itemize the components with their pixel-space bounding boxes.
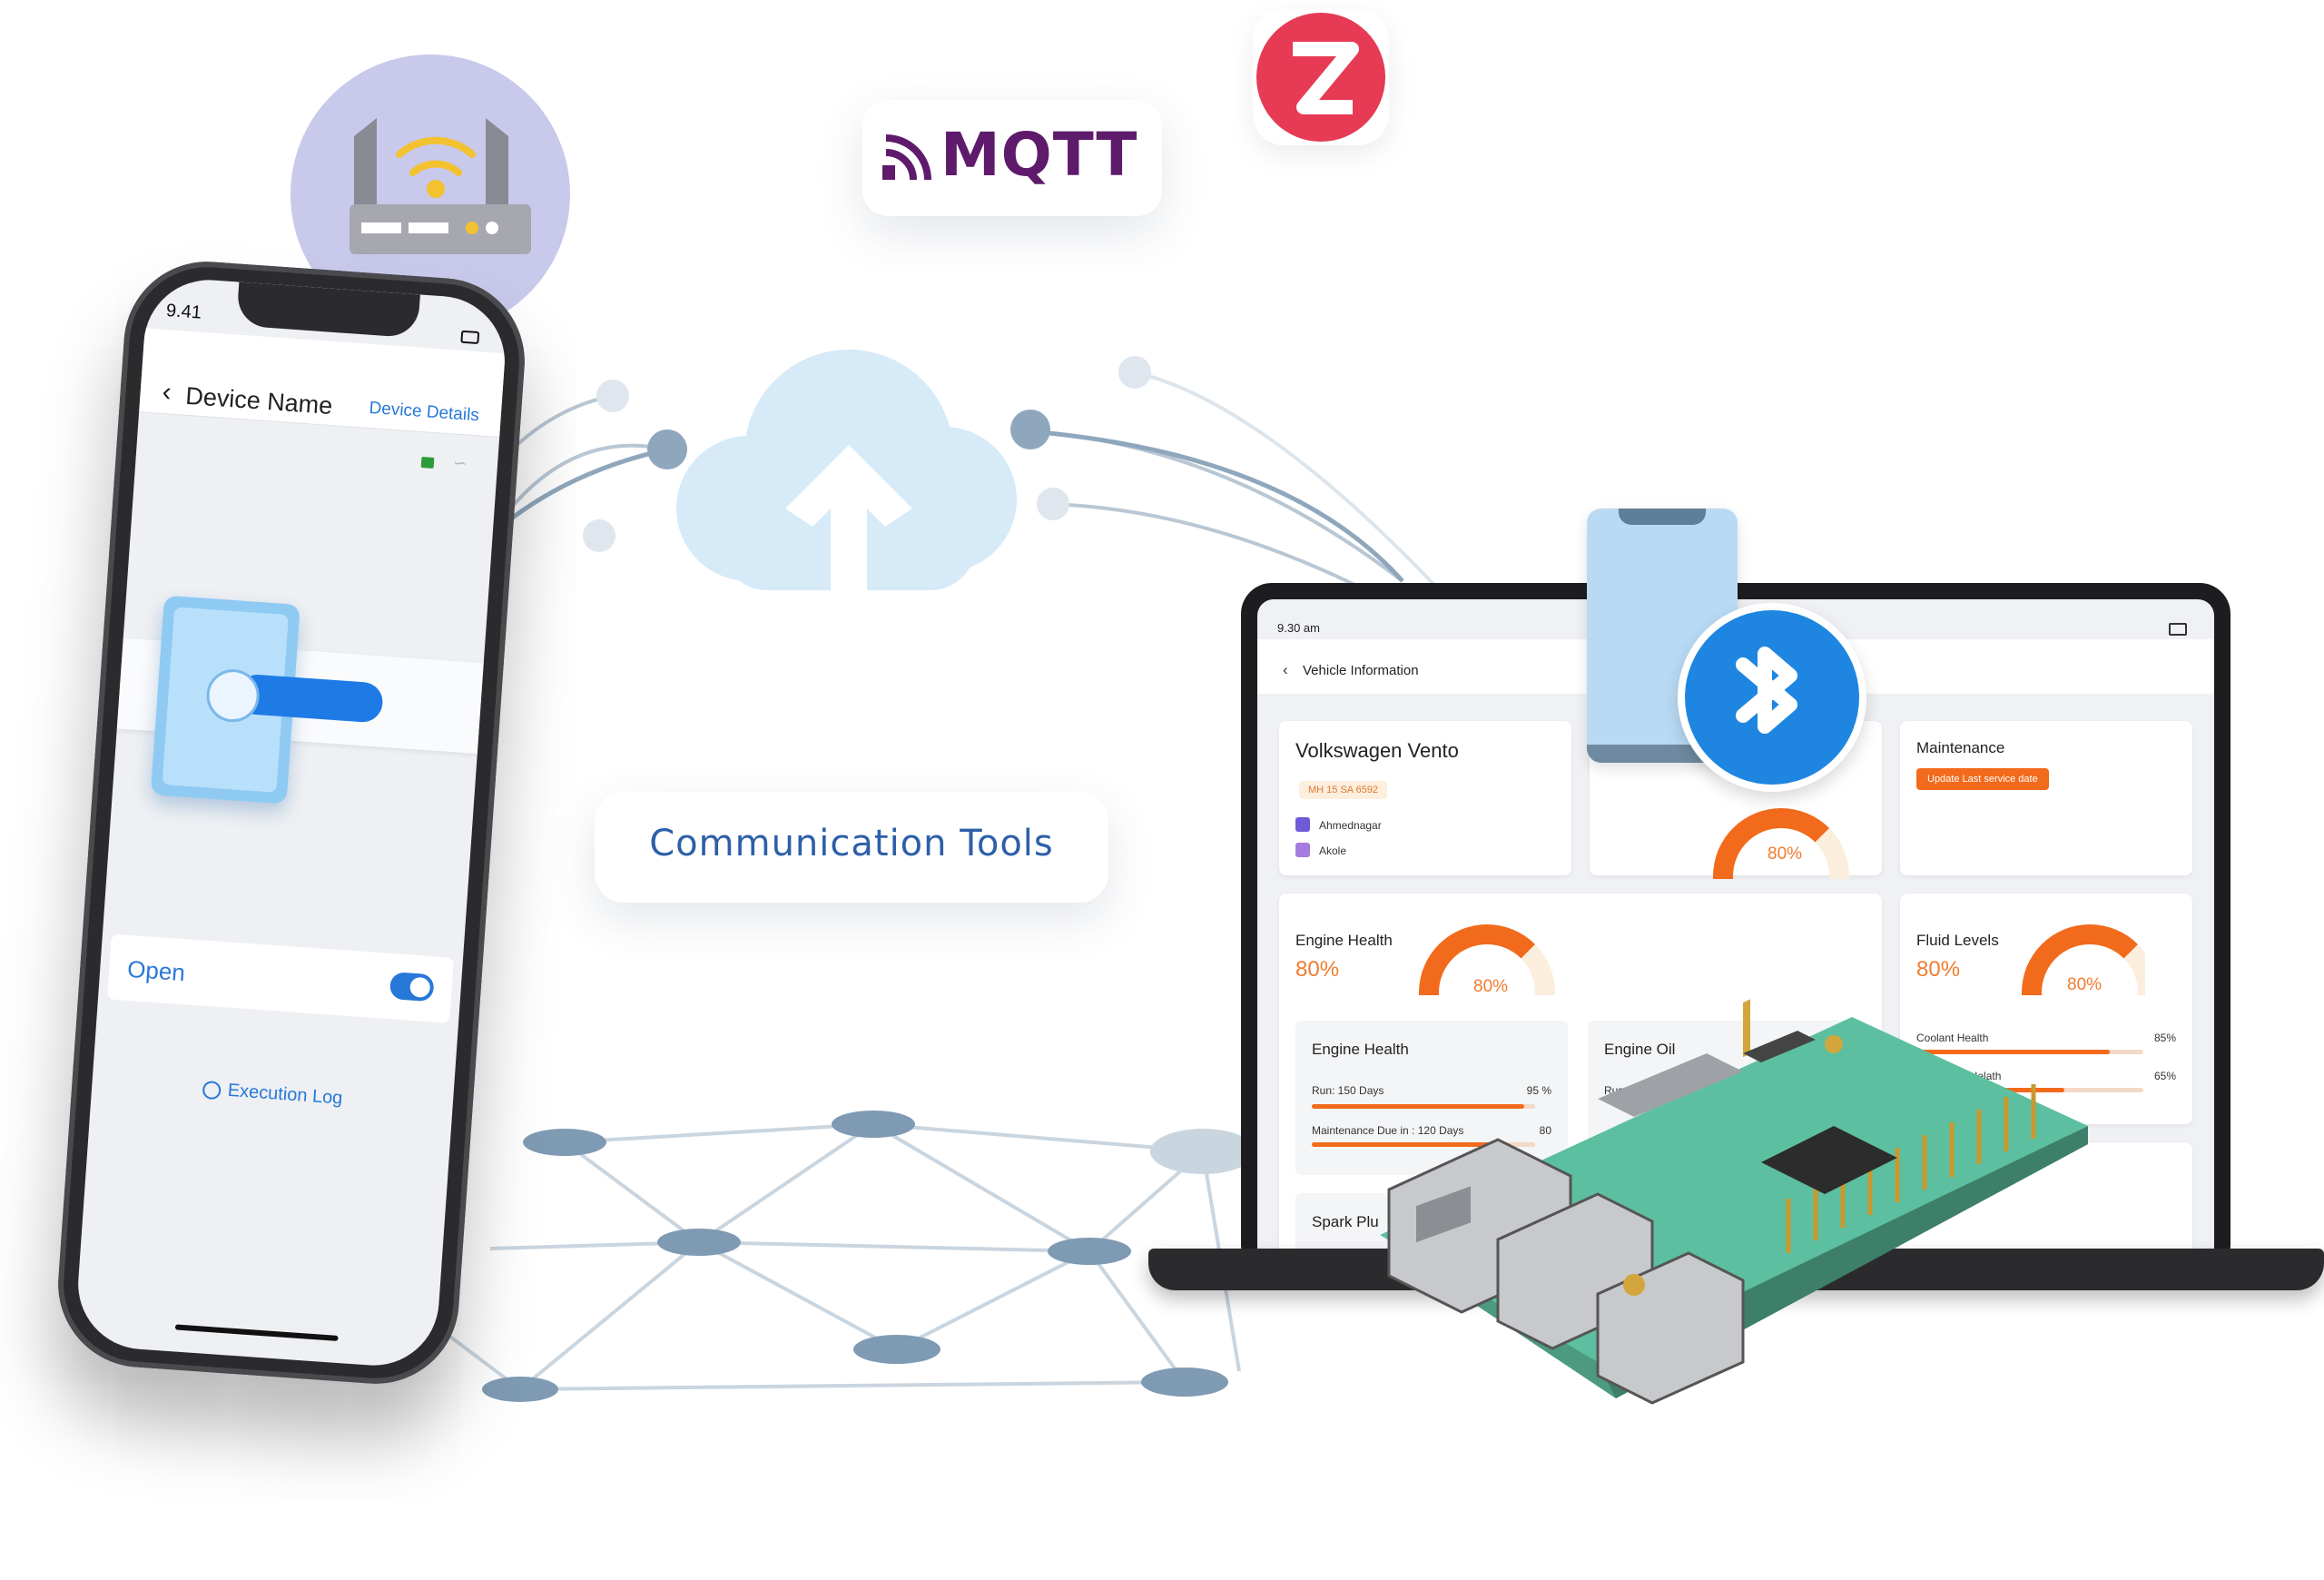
run-value: 95 % [1526, 1084, 1551, 1097]
fluid-levels-value: 80% [1916, 957, 1961, 982]
device-details-link[interactable]: Device Details [368, 398, 480, 426]
mqtt-logo-icon [882, 134, 931, 181]
phone-screen: 9.41 ‹ Device Name Device Details ∽ Open… [74, 275, 509, 1370]
home-indicator [174, 1324, 339, 1341]
update-service-date-button[interactable]: Update Last service date [1916, 768, 2049, 790]
phone-header: ‹ Device Name Device Details [139, 328, 506, 438]
coolant-value: 85% [2153, 1032, 2176, 1044]
raspberry-pi-board [1380, 999, 2088, 1405]
open-toggle[interactable] [389, 972, 435, 1002]
smartphone: 9.41 ‹ Device Name Device Details ∽ Open… [52, 256, 531, 1389]
maintenance-title: Maintenance [1916, 739, 2005, 756]
cloud-upload-icon [676, 350, 1017, 590]
location-1: Ahmednagar [1319, 819, 1382, 832]
bluetooth-icon [1678, 603, 1866, 792]
device-name-title: Device Name [184, 381, 334, 420]
history-icon [202, 1080, 222, 1100]
engine-oil-title: Engine Oil [1604, 1041, 1676, 1058]
run-progress-bar [1312, 1104, 1524, 1109]
communication-tools-badge: Communication Tools [595, 792, 1108, 903]
back-chevron-icon[interactable]: ‹ [1283, 661, 1288, 678]
vehicle-card[interactable]: Volkswagen Vento MH 15 SA 6592 Ahmednaga… [1279, 721, 1571, 875]
coolant-label: Coolant Health [1916, 1032, 1989, 1044]
coolant-progress-bar [1916, 1050, 2110, 1054]
wifi-off-icon: ∽ [452, 453, 468, 473]
network-mesh [434, 1122, 1241, 1391]
execution-log-label: Execution Log [227, 1080, 344, 1109]
fluid-levels-gauge-label: 80% [2067, 975, 2102, 994]
maintenance-due-label: Maintenance Due in : 120 Days [1312, 1124, 1464, 1137]
spark-plug-title: Spark Plu [1312, 1213, 1379, 1230]
status-gauge [1713, 808, 1849, 879]
maintenance-due-value: 80 [1539, 1124, 1551, 1137]
battery-icon [2169, 623, 2187, 636]
phone-status-time: 9.41 [165, 301, 202, 323]
engine-health-detail-title: Engine Health [1312, 1041, 1409, 1058]
vehicle-name: Volkswagen Vento [1295, 739, 1459, 762]
wifi-router-icon [350, 118, 531, 254]
vehicle-info-title: Vehicle Information [1303, 663, 1419, 678]
oil-value: 65% [2153, 1070, 2176, 1082]
back-chevron-icon[interactable]: ‹ [161, 376, 172, 408]
run-label: Run: 150 Days [1312, 1084, 1384, 1097]
battery-status-icon [420, 457, 435, 469]
status-gauge-label: 80% [1768, 844, 1803, 864]
engine-health-detail: Engine Health Run: 150 Days 95 % Mainten… [1295, 1021, 1568, 1175]
engine-health-value: 80% [1295, 957, 1340, 982]
maintenance-progress-bar [1312, 1142, 1491, 1147]
engine-health-title: Engine Health [1295, 932, 1393, 949]
maintenance-card[interactable]: Maintenance Update Last service date [1900, 721, 2192, 875]
plate-badge: MH 15 SA 6592 [1299, 781, 1388, 799]
laptop-status-time: 9.30 am [1277, 621, 1320, 635]
phone-notch [236, 281, 420, 339]
mqtt-badge: MQTT [862, 100, 1162, 216]
mqtt-label: MQTT [940, 120, 1138, 190]
building-icon [1295, 843, 1310, 857]
battery-icon [460, 330, 480, 345]
location-icon [1295, 817, 1310, 832]
fluid-levels-title: Fluid Levels [1916, 932, 1999, 949]
execution-log-link[interactable]: Execution Log [92, 1071, 454, 1117]
zwave-badge [1253, 9, 1389, 145]
engine-health-gauge-label: 80% [1473, 977, 1509, 996]
location-2: Akole [1319, 844, 1347, 857]
zwave-logo-icon [1256, 13, 1385, 142]
communication-tools-label: Communication Tools [649, 823, 1054, 864]
open-label: Open [126, 954, 186, 987]
open-toggle-row: Open [106, 933, 455, 1023]
